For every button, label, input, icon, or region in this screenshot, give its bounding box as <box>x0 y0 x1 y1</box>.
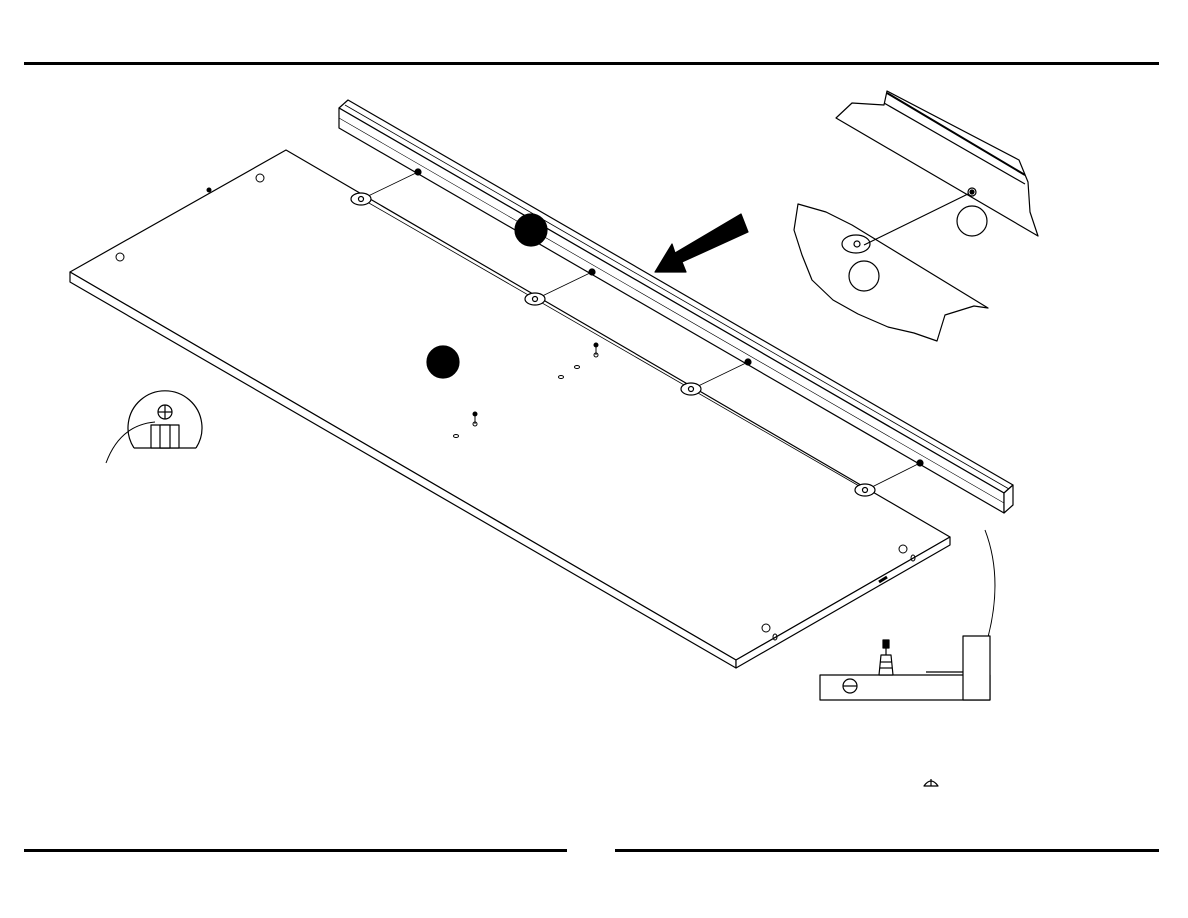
cam-lock-1 <box>351 193 371 205</box>
cam-lock-3 <box>681 383 701 395</box>
step-marker-b <box>427 346 459 378</box>
cam-lock-2 <box>525 293 545 305</box>
callout-bubble-upper <box>957 206 987 236</box>
hardware-icon <box>924 779 938 786</box>
step-marker-a <box>515 214 547 246</box>
cam-lock-detail <box>106 391 202 463</box>
cam-lock-4 <box>855 484 875 496</box>
callout-bubble-lower <box>849 261 879 291</box>
rail-connection-detail <box>794 91 1038 341</box>
direction-arrow-icon <box>655 214 748 272</box>
